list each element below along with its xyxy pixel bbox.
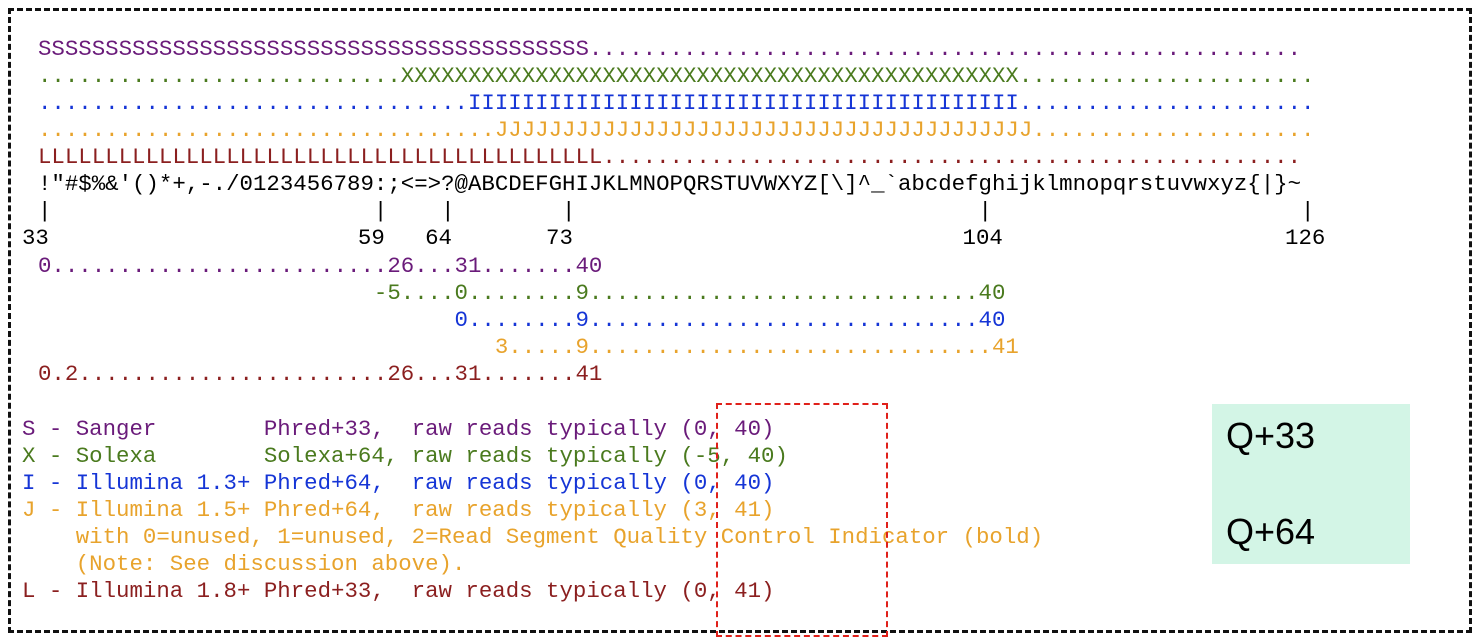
ascii-characters-line: !"#$%&'()*+,-./0123456789:;<=>?@ABCDEFGH… <box>38 171 1302 197</box>
illumina15-range-line: ..................................JJJJJJ… <box>38 117 1315 143</box>
illumina13-range-line: ................................IIIIIIII… <box>38 90 1315 116</box>
illumina18-range-line: LLLLLLLLLLLLLLLLLLLLLLLLLLLLLLLLLLLLLLLL… <box>38 144 1302 170</box>
legend-solexa: X - Solexa Solexa+64, raw reads typicall… <box>22 443 788 469</box>
dashed-frame <box>8 8 1472 633</box>
q64-label: Q+64 <box>1226 511 1316 552</box>
solexa-range-line: ...........................XXXXXXXXXXXXX… <box>38 63 1315 89</box>
quality-offset-box: Q+33 Q+64 <box>1212 404 1410 564</box>
q33-label: Q+33 <box>1226 415 1316 456</box>
sanger-range-line: SSSSSSSSSSSSSSSSSSSSSSSSSSSSSSSSSSSSSSSS… <box>38 36 1302 62</box>
legend-sanger: S - Sanger Phred+33, raw reads typically… <box>22 416 775 442</box>
sanger-score-line: 0.........................26...31.......… <box>38 253 603 279</box>
tick-numbers-line: 33 59 64 73 104 126 <box>22 225 1326 251</box>
illumina15-score-line: 3.....9..............................41 <box>38 334 1019 360</box>
legend-illumina13: I - Illumina 1.3+ Phred+64, raw reads ty… <box>22 470 775 496</box>
legend-illumina18: L - Illumina 1.8+ Phred+33, raw reads ty… <box>22 578 775 604</box>
legend-illumina15-note1: with 0=unused, 1=unused, 2=Read Segment … <box>22 524 1044 550</box>
legend-illumina15-note2: (Note: See discussion above). <box>22 551 466 577</box>
typical-range-highlight <box>716 403 888 637</box>
illumina18-score-line: 0.2.......................26...31.......… <box>38 361 603 387</box>
legend-illumina15: J - Illumina 1.5+ Phred+64, raw reads ty… <box>22 497 775 523</box>
solexa-score-line: -5....0........9........................… <box>38 280 1006 306</box>
illumina13-score-line: 0........9.............................4… <box>38 307 1006 333</box>
tick-marks-line: | | | | | | <box>38 198 1315 224</box>
